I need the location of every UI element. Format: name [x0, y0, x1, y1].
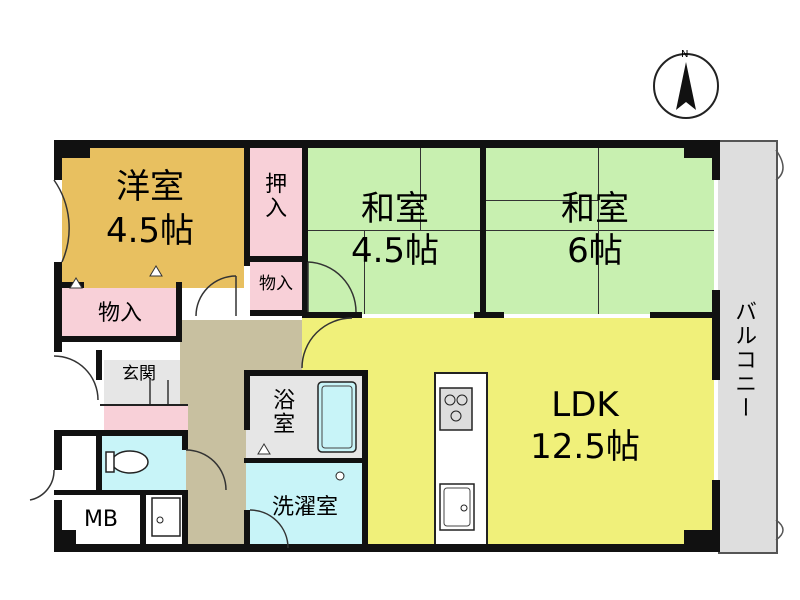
label-ldk-size: 12.5帖 [530, 427, 640, 467]
wall-bottom [54, 544, 718, 552]
room-monoire-left [62, 288, 176, 338]
label-yoshitsu-name: 洋室 [116, 167, 184, 207]
label-monoire-small: 物入 [259, 274, 293, 294]
wall-top [54, 140, 718, 148]
room-washitsu2 [484, 148, 714, 314]
label-sentakushitsu: 洗濯室 [271, 495, 338, 520]
room-yoshitsu [62, 148, 244, 288]
compass-icon [653, 53, 719, 119]
balcony-label: バルコニー [731, 300, 757, 420]
wall-right-bottom [712, 480, 720, 552]
genkan-step [104, 406, 188, 434]
balcony [718, 140, 778, 554]
label-yoshitsu-size: 4.5帖 [105, 211, 195, 251]
room-ldk [302, 318, 714, 544]
label-oshiire: 押入 [261, 172, 287, 220]
label-washitsu2-name: 和室 [561, 189, 629, 229]
wall-left-mid [54, 262, 62, 352]
label-genkan: 玄関 [122, 364, 156, 384]
label-washitsu2-size: 6帖 [567, 231, 623, 271]
room-monoire-small [250, 262, 302, 312]
wall-right-top [712, 140, 720, 180]
wall-left-upper [54, 140, 62, 180]
label-washitsu1-name: 和室 [361, 189, 429, 229]
label-mb: MB [83, 507, 119, 532]
label-washitsu1-size: 4.5帖 [350, 231, 440, 271]
wall-right-mid [712, 290, 720, 380]
label-yokushitsu: 浴室 [269, 388, 295, 436]
compass-north-label: N [681, 49, 689, 60]
label-monoire-left: 物入 [97, 301, 142, 326]
wall-left-lower [54, 430, 62, 470]
room-oshiire [250, 148, 302, 256]
wall-left-bottom [54, 500, 62, 552]
room-washitsu1 [308, 148, 484, 314]
label-ldk-name: LDK [551, 385, 619, 425]
